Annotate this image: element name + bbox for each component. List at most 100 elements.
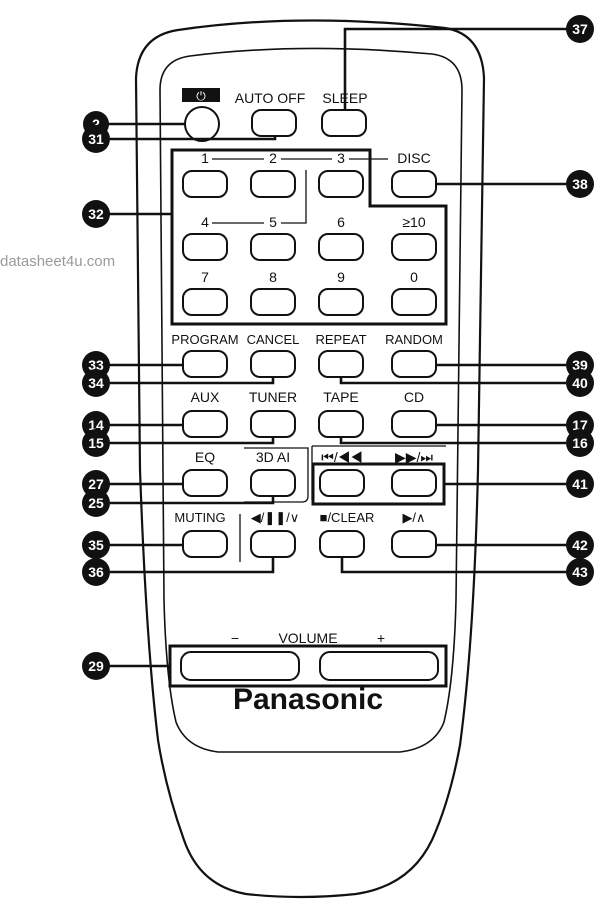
muting-label: MUTING xyxy=(174,510,225,525)
3d-ai-button[interactable] xyxy=(250,469,296,497)
callout-34: 34 xyxy=(88,375,104,391)
random-button[interactable] xyxy=(391,350,437,378)
leader-line xyxy=(110,136,277,141)
key-3-button[interactable] xyxy=(318,170,364,198)
callout-43-marker xyxy=(566,558,594,586)
callout-15-marker xyxy=(82,429,110,457)
key-2-button[interactable] xyxy=(250,170,296,198)
key-9-button[interactable] xyxy=(318,288,364,316)
program-button[interactable] xyxy=(182,350,228,378)
callout-38: 38 xyxy=(572,176,588,192)
power-label-bg xyxy=(182,88,220,102)
callout-42: 42 xyxy=(572,537,588,553)
key-5-label: 5 xyxy=(269,214,277,230)
callout-31-marker xyxy=(82,125,110,153)
brand-logo: Panasonic xyxy=(233,683,383,716)
key-7-button[interactable] xyxy=(182,288,228,316)
callout-29-marker xyxy=(82,652,110,680)
remote-face-panel xyxy=(159,47,463,753)
skip-forward-label: ▶▶/⏭ xyxy=(395,449,433,465)
callout-35-marker xyxy=(82,531,110,559)
callout-25: 25 xyxy=(88,495,104,511)
skip-forward-button[interactable] xyxy=(391,469,437,497)
tape-label: TAPE xyxy=(323,389,359,405)
aux-label: AUX xyxy=(191,389,220,405)
label-connector xyxy=(212,170,307,224)
volume-plus-label: + xyxy=(377,630,385,646)
bracket-line xyxy=(244,447,309,503)
repeat-label: REPEAT xyxy=(315,332,366,347)
cancel-button[interactable] xyxy=(250,350,296,378)
volume-minus-label: − xyxy=(231,630,239,646)
eq-label: EQ xyxy=(195,449,215,465)
callout-27: 27 xyxy=(88,476,104,492)
key-10-button[interactable] xyxy=(391,233,437,261)
callout-36: 36 xyxy=(88,564,104,580)
skip-back-button[interactable] xyxy=(319,469,365,497)
play-up-button[interactable] xyxy=(391,530,437,558)
play-up-label: ▶/∧ xyxy=(402,510,425,525)
callout-29: 29 xyxy=(88,658,104,674)
auto-off-label: AUTO OFF xyxy=(235,90,306,106)
callout-17: 17 xyxy=(572,417,588,433)
callout-32: 32 xyxy=(88,206,104,222)
callout-40: 40 xyxy=(572,375,588,391)
key-2-label: 2 xyxy=(269,150,277,166)
callout-34-marker xyxy=(82,369,110,397)
callout-43: 43 xyxy=(572,564,588,580)
stop-clear-label: ■/CLEAR xyxy=(320,510,375,525)
volume-label: VOLUME xyxy=(278,630,337,646)
power-button[interactable] xyxy=(184,106,220,142)
callout-14: 14 xyxy=(88,417,104,433)
leader-line xyxy=(343,27,570,110)
key-6-label: 6 xyxy=(337,214,345,230)
volume-down-button[interactable] xyxy=(180,651,300,681)
key-10-label: ≥10 xyxy=(402,214,425,230)
key-0-label: 0 xyxy=(410,269,418,285)
leader-line xyxy=(110,496,275,505)
disc-label: DISC xyxy=(397,150,430,166)
key-0-button[interactable] xyxy=(391,288,437,316)
tape-button[interactable] xyxy=(318,410,364,438)
tuner-button[interactable] xyxy=(250,410,296,438)
key-3-label: 3 xyxy=(337,150,345,166)
volume-up-button[interactable] xyxy=(319,651,439,681)
key-4-button[interactable] xyxy=(182,233,228,261)
callout-41: 41 xyxy=(572,476,588,492)
sleep-button[interactable] xyxy=(321,109,367,137)
callout-36-marker xyxy=(82,558,110,586)
callout-32-marker xyxy=(82,200,110,228)
callout-40-marker xyxy=(566,369,594,397)
stop-clear-button[interactable] xyxy=(319,530,365,558)
repeat-button[interactable] xyxy=(318,350,364,378)
disc-button[interactable] xyxy=(391,170,437,198)
aux-button[interactable] xyxy=(182,410,228,438)
leader-line xyxy=(340,557,566,574)
key-5-button[interactable] xyxy=(250,233,296,261)
cd-label: CD xyxy=(404,389,424,405)
key-4-label: 4 xyxy=(201,214,209,230)
callout-33: 33 xyxy=(88,357,104,373)
key-1-button[interactable] xyxy=(182,170,228,198)
key-8-button[interactable] xyxy=(250,288,296,316)
callout-15: 15 xyxy=(88,435,104,451)
cd-button[interactable] xyxy=(391,410,437,438)
muting-button[interactable] xyxy=(182,530,228,558)
leader-line xyxy=(110,557,275,574)
skip-back-label: ⏮/◀◀ xyxy=(321,449,362,465)
callout-39: 39 xyxy=(572,357,588,373)
key-6-button[interactable] xyxy=(318,233,364,261)
key-7-label: 7 xyxy=(201,269,209,285)
tuner-label: TUNER xyxy=(249,389,297,405)
callout-38-marker xyxy=(566,170,594,198)
eq-button[interactable] xyxy=(182,469,228,497)
leader-line xyxy=(110,437,275,445)
play-pause-down-button[interactable] xyxy=(250,530,296,558)
leader-line xyxy=(339,437,566,445)
callout-42-marker xyxy=(566,531,594,559)
leader-line xyxy=(110,377,275,385)
3d-ai-label: 3D AI xyxy=(256,449,290,465)
auto-off-button[interactable] xyxy=(251,109,297,137)
leader-line xyxy=(339,377,566,385)
